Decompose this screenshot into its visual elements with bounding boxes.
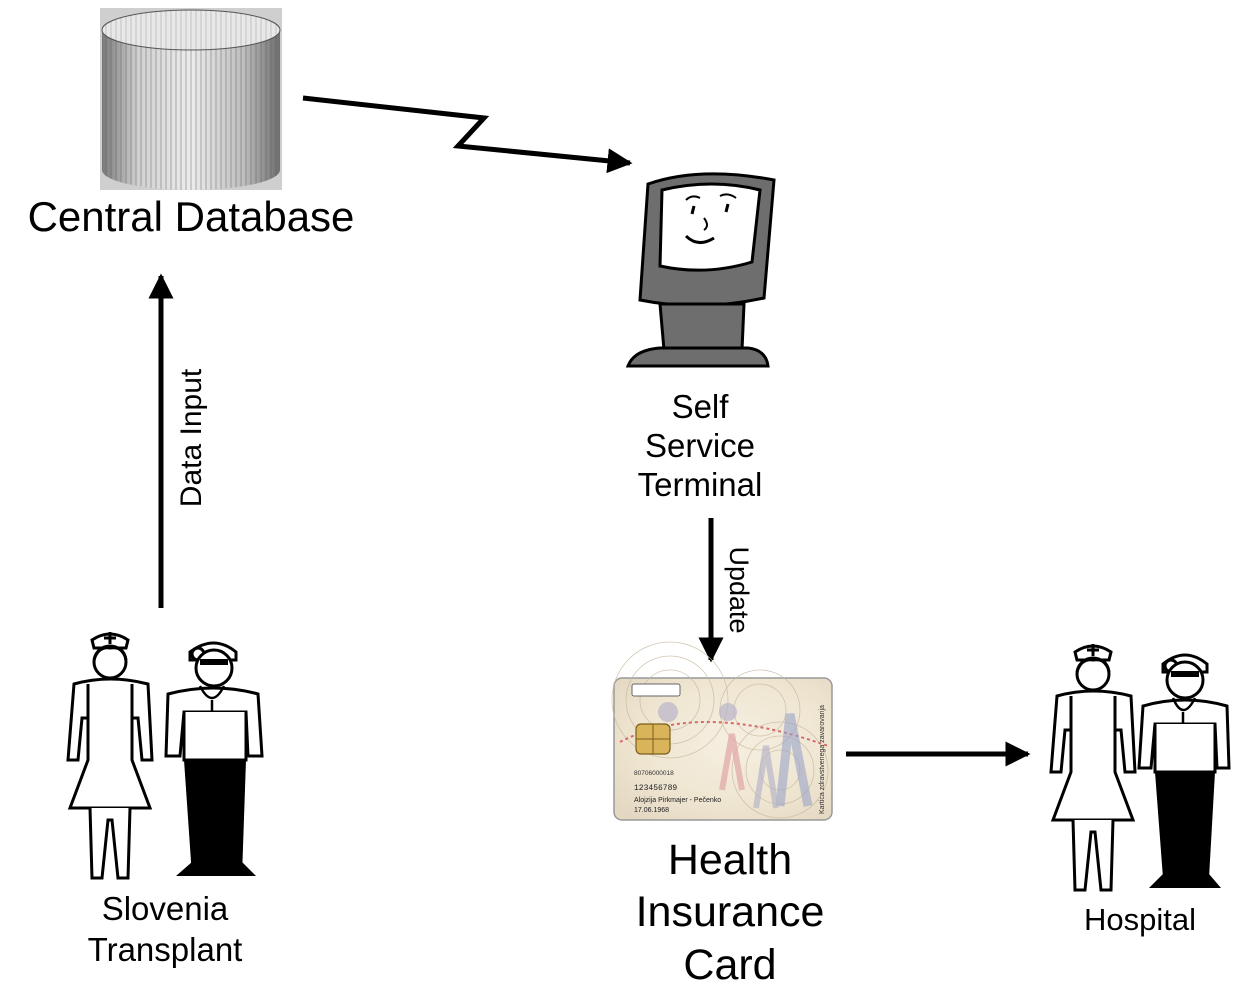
self-service-terminal-label: Self Service Terminal — [610, 388, 790, 505]
nurse-doctor-icon — [66, 632, 264, 880]
health-card-icon: 80706000018 123456789 Alojzija Pirkmajer… — [611, 641, 833, 821]
card-label-line: Card — [683, 940, 777, 989]
kiosk-terminal-icon — [625, 172, 776, 368]
card-label-line: Insurance — [635, 888, 825, 937]
db-to-terminal-arrow — [302, 95, 633, 174]
hospital-label: Hospital — [1084, 902, 1196, 937]
card-date: 17.06.1968 — [634, 807, 669, 814]
card-label-line: Health — [667, 836, 793, 884]
card-side-text: Kartica zdravstvenega zavarovanja — [819, 705, 826, 814]
update-label: Update — [724, 546, 754, 634]
health-insurance-card-label: Health Insurance Card — [610, 834, 850, 991]
transplant-label-line: Slovenia — [101, 890, 229, 927]
transplant-label-line: Transplant — [87, 931, 243, 969]
card-holder: Alojzija Pirkmajer - Pečenko — [634, 797, 721, 804]
terminal-label-line: Self — [671, 388, 729, 425]
card-number: 80706000018 — [634, 770, 674, 777]
terminal-label-line: Service — [644, 426, 756, 464]
terminal-label-line: Terminal — [637, 465, 763, 503]
nurse-doctor-icon — [1049, 644, 1231, 892]
card-code: 123456789 — [634, 784, 677, 793]
slovenia-transplant-label: Slovenia Transplant — [60, 888, 270, 971]
central-database-label: Central Database — [27, 193, 355, 240]
database-cylinder-icon — [100, 8, 282, 190]
data-input-label: Data Input — [175, 368, 208, 508]
